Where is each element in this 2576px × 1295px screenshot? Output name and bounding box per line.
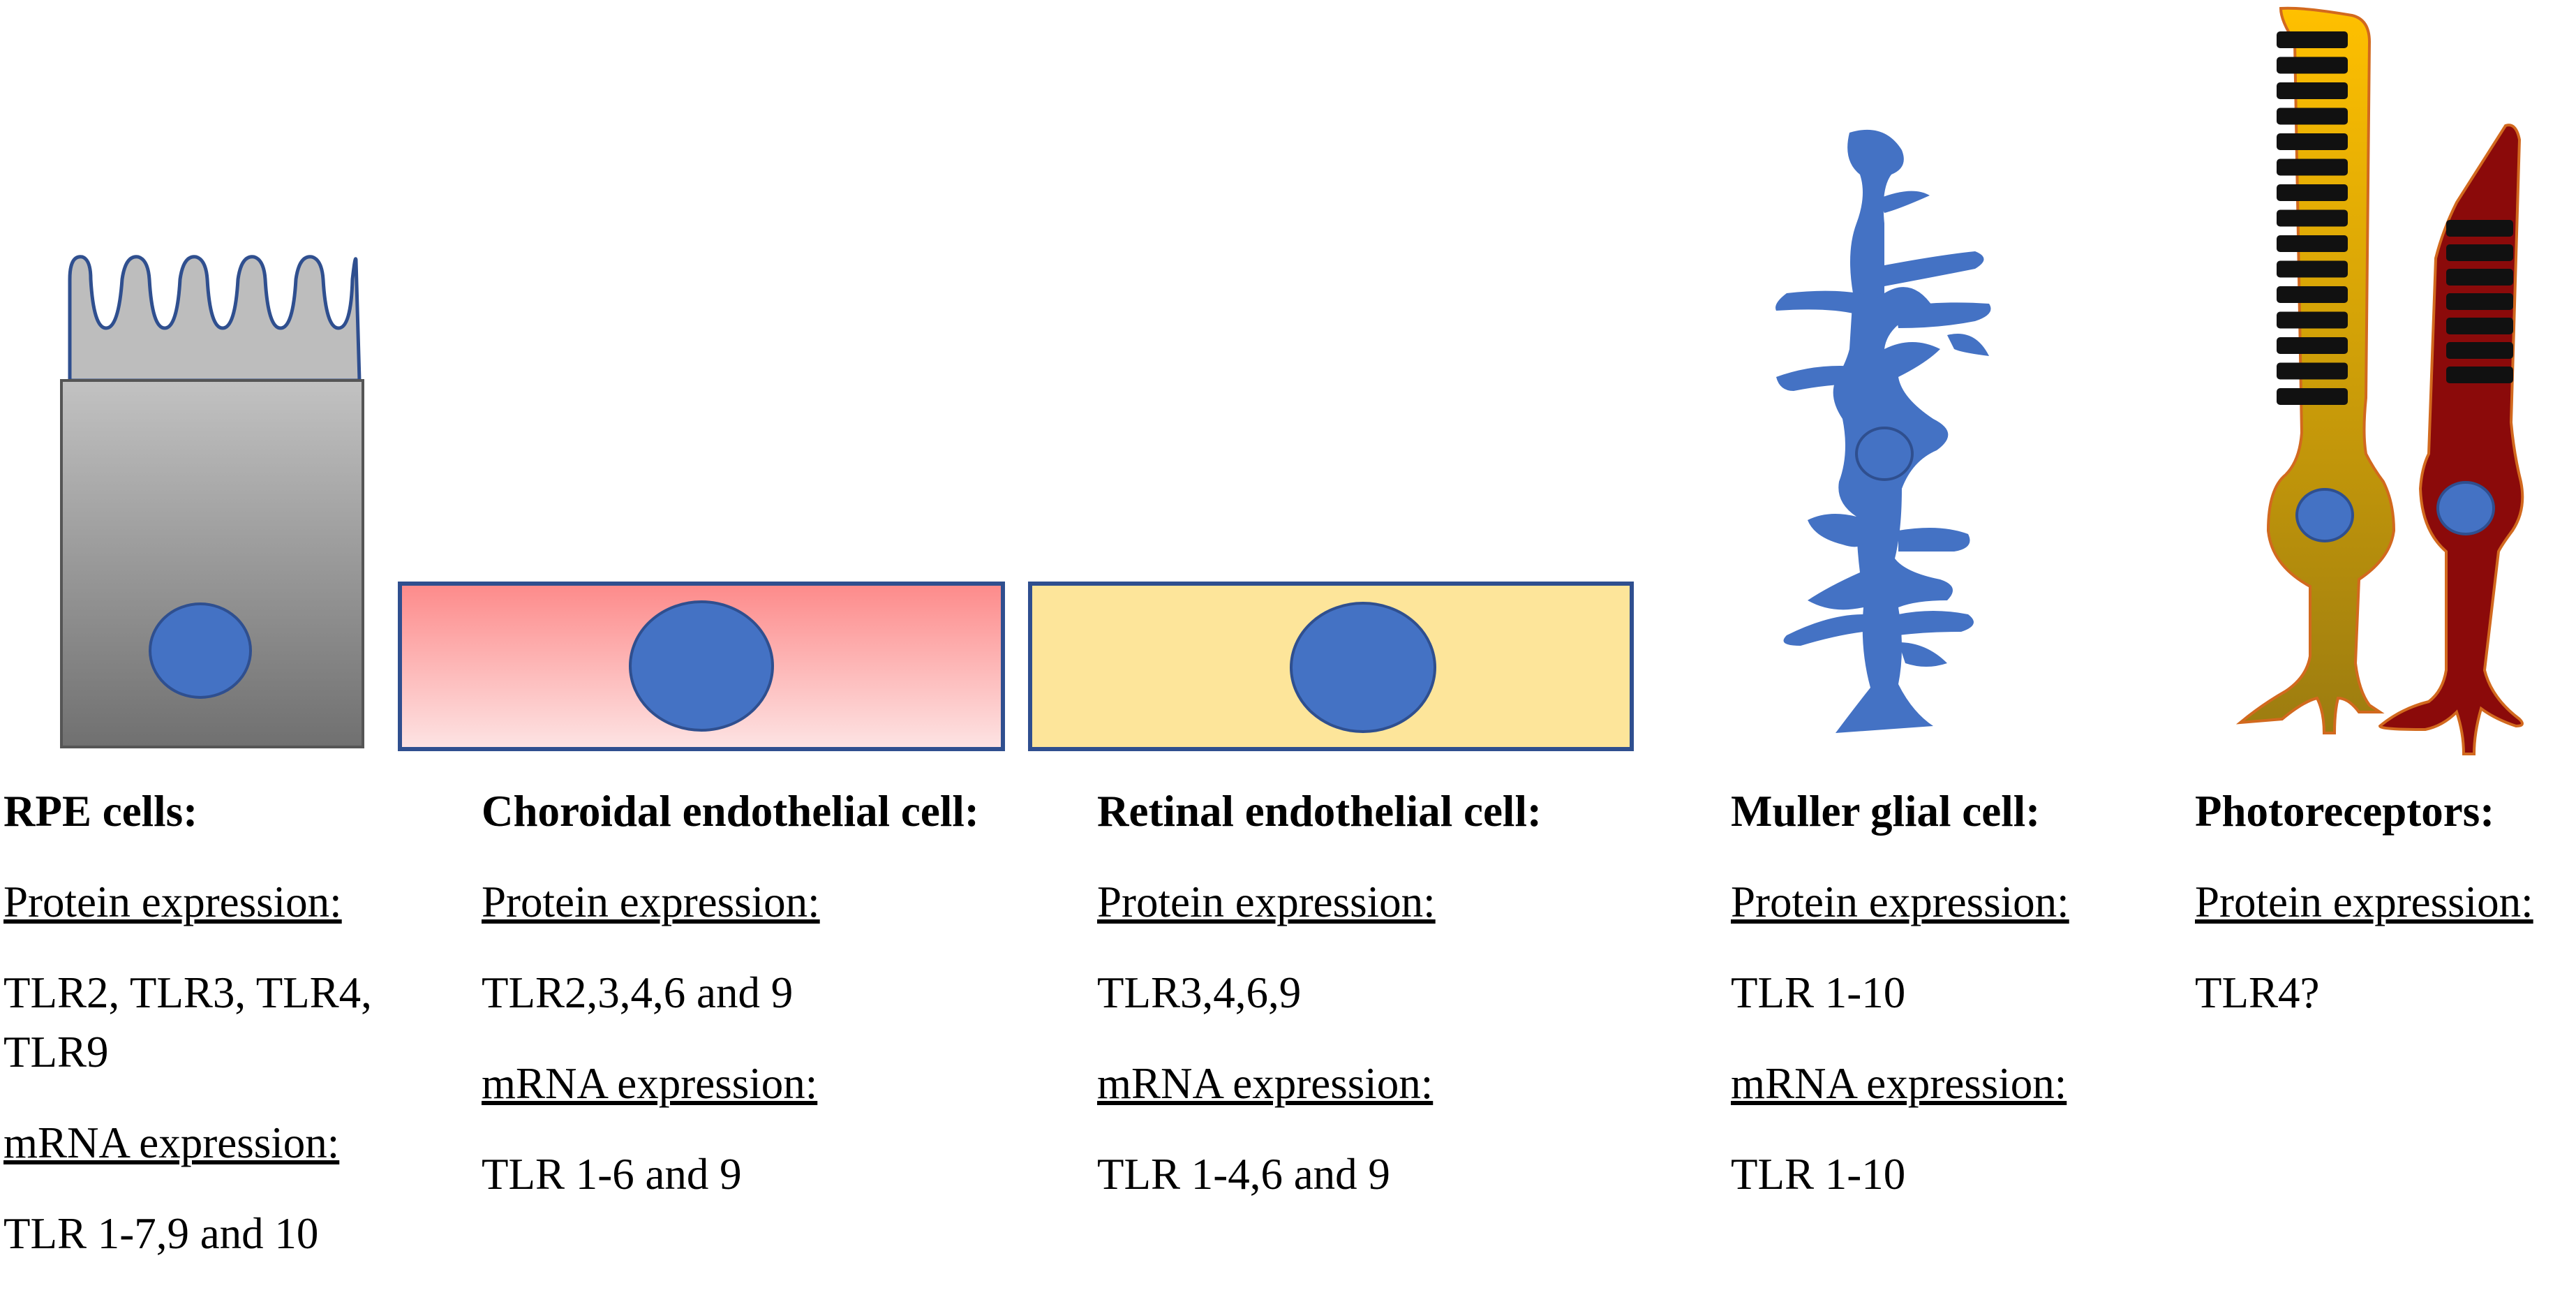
rod-disc [2446, 220, 2513, 237]
rod-disc [2446, 269, 2513, 286]
choroidal-nucleus [629, 600, 774, 732]
rpe-protein-value: TLR2, TLR3, TLR4, TLR9 [3, 968, 372, 1077]
cone-disc [2277, 388, 2348, 405]
cone-disc [2277, 235, 2348, 252]
muller-process-11 [1898, 642, 1947, 667]
cone-disc [2277, 57, 2348, 74]
rod-disc [2446, 293, 2513, 310]
rpe-microvilli [68, 255, 362, 383]
muller-process-3 [1884, 251, 1984, 286]
choroidal-title: Choroidal endothelial cell: [482, 787, 979, 836]
cone-nucleus [2295, 488, 2354, 542]
muller-process-10 [1898, 611, 1974, 635]
muller-glial-cell [1775, 129, 1991, 734]
rod-discs [2446, 220, 2513, 383]
muller-process-7 [1808, 514, 1867, 547]
photoreceptor-protein-value: TLR4? [2195, 968, 2320, 1018]
muller-mrna-label: mRNA expression: [1731, 1059, 2067, 1109]
muller-process-4 [1895, 302, 1991, 328]
rpe-cell [60, 255, 364, 748]
rod-nucleus [2436, 481, 2495, 535]
retinal-mrna-value: TLR 1-4,6 and 9 [1097, 1150, 1390, 1199]
rod-photoreceptor [2378, 124, 2524, 755]
rpe-nucleus [149, 602, 252, 699]
cone-disc [2277, 362, 2348, 380]
rpe-title: RPE cells: [3, 787, 198, 836]
rod-disc [2446, 367, 2513, 383]
muller-process-9 [1783, 614, 1863, 646]
retinal-title: Retinal endothelial cell: [1097, 787, 1542, 836]
photoreceptor-protein-label: Protein expression: [2195, 878, 2533, 927]
muller-protein-value: TLR 1-10 [1731, 968, 1906, 1018]
photoreceptor-title: Photoreceptors: [2195, 787, 2495, 836]
cone-disc [2277, 82, 2348, 99]
retinal-nucleus [1290, 602, 1436, 733]
muller-process-8 [1898, 528, 1970, 552]
photoreceptor-column: Photoreceptors: Protein expression: TLR4… [2195, 782, 2572, 1054]
choroidal-mrna-label: mRNA expression: [482, 1059, 818, 1109]
rod-disc [2446, 244, 2513, 261]
cone-disc [2277, 184, 2348, 201]
retinal-endothelial-cell [1028, 582, 1634, 751]
choroidal-mrna-value: TLR 1-6 and 9 [482, 1150, 742, 1199]
rod-disc [2446, 318, 2513, 334]
muller-process-2 [1775, 290, 1884, 314]
cone-disc [2277, 108, 2348, 125]
retinal-protein-label: Protein expression: [1097, 878, 1436, 927]
muller-mrna-value: TLR 1-10 [1731, 1150, 1906, 1199]
muller-process-5 [1947, 334, 1989, 356]
rpe-protein-label: Protein expression: [3, 878, 342, 927]
rpe-mrna-value: TLR 1-7,9 and 10 [3, 1209, 319, 1259]
cone-disc [2277, 311, 2348, 329]
retinal-mrna-label: mRNA expression: [1097, 1059, 1434, 1109]
retinal-column: Retinal endothelial cell: Protein expres… [1097, 782, 1655, 1236]
retinal-protein-value: TLR3,4,6,9 [1097, 968, 1302, 1018]
cone-discs [2277, 31, 2348, 405]
choroidal-column: Choroidal endothelial cell: Protein expr… [482, 782, 984, 1236]
muller-nucleus [1855, 427, 1914, 481]
rod-disc [2446, 342, 2513, 359]
rod-body [2378, 124, 2524, 755]
rpe-column: RPE cells: Protein expression: TLR2, TLR… [3, 782, 450, 1295]
choroidal-protein-value: TLR2,3,4,6 and 9 [482, 968, 794, 1018]
muller-protein-label: Protein expression: [1731, 878, 2069, 927]
muller-process-6 [1776, 366, 1860, 391]
rpe-mrna-label: mRNA expression: [3, 1118, 340, 1168]
muller-process-1 [1877, 191, 1930, 213]
cone-disc [2277, 337, 2348, 354]
muller-title: Muller glial cell: [1731, 787, 2041, 836]
cone-photoreceptor [2235, 6, 2396, 734]
choroidal-endothelial-cell [398, 582, 1005, 751]
choroidal-protein-label: Protein expression: [482, 878, 820, 927]
cone-disc [2277, 260, 2348, 278]
cone-disc [2277, 158, 2348, 176]
cone-disc [2277, 209, 2348, 227]
muller-column: Muller glial cell: Protein expression: T… [1731, 782, 2150, 1236]
cone-disc [2277, 286, 2348, 303]
cone-disc [2277, 133, 2348, 150]
cone-disc [2277, 31, 2348, 48]
